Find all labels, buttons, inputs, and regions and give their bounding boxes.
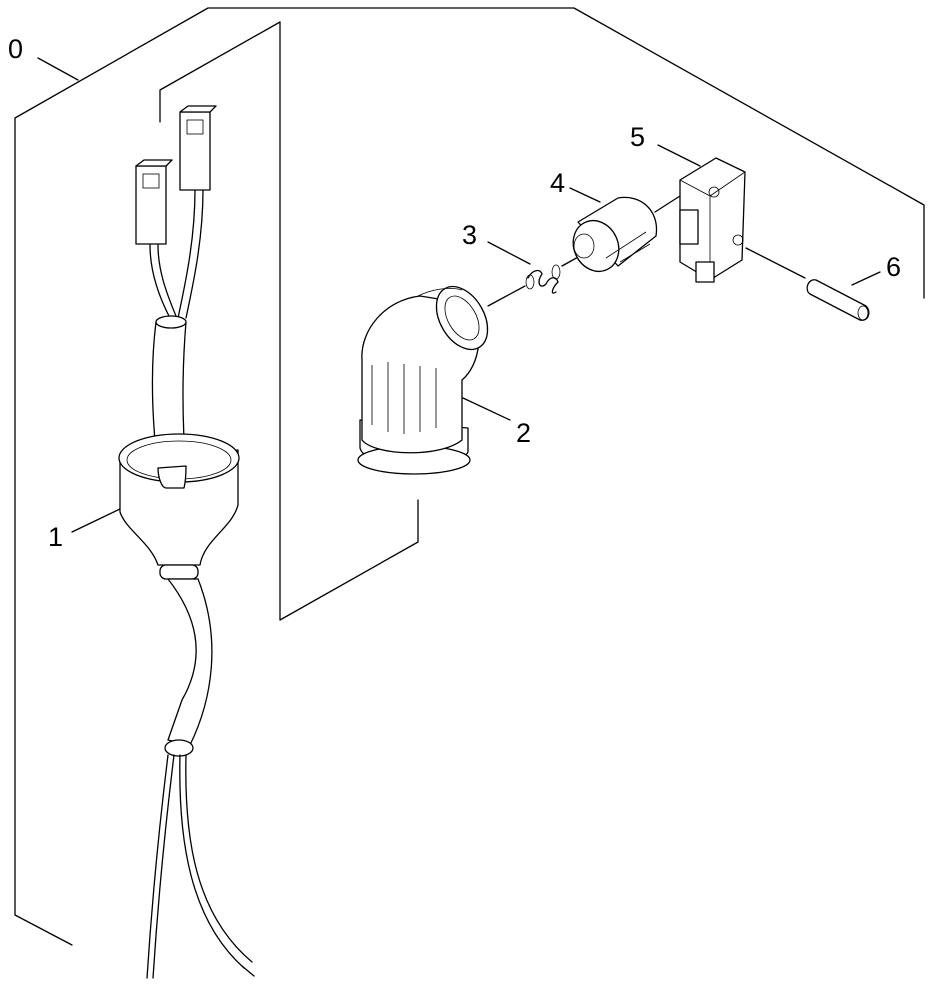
callout-3: 3 xyxy=(462,220,478,250)
plunger-cylinder xyxy=(572,196,658,272)
assembly-bracket xyxy=(14,7,925,946)
callout-4: 4 xyxy=(550,168,566,198)
callout-0: 0 xyxy=(8,34,24,64)
cable-harness xyxy=(118,105,255,979)
callout-2: 2 xyxy=(516,418,532,448)
callout-1: 1 xyxy=(48,522,64,552)
callout-6: 6 xyxy=(886,252,902,282)
spring xyxy=(525,264,561,294)
callout-5: 5 xyxy=(630,122,646,152)
pin xyxy=(806,279,870,321)
elbow-fitting xyxy=(357,285,489,475)
microswitch xyxy=(679,157,746,283)
